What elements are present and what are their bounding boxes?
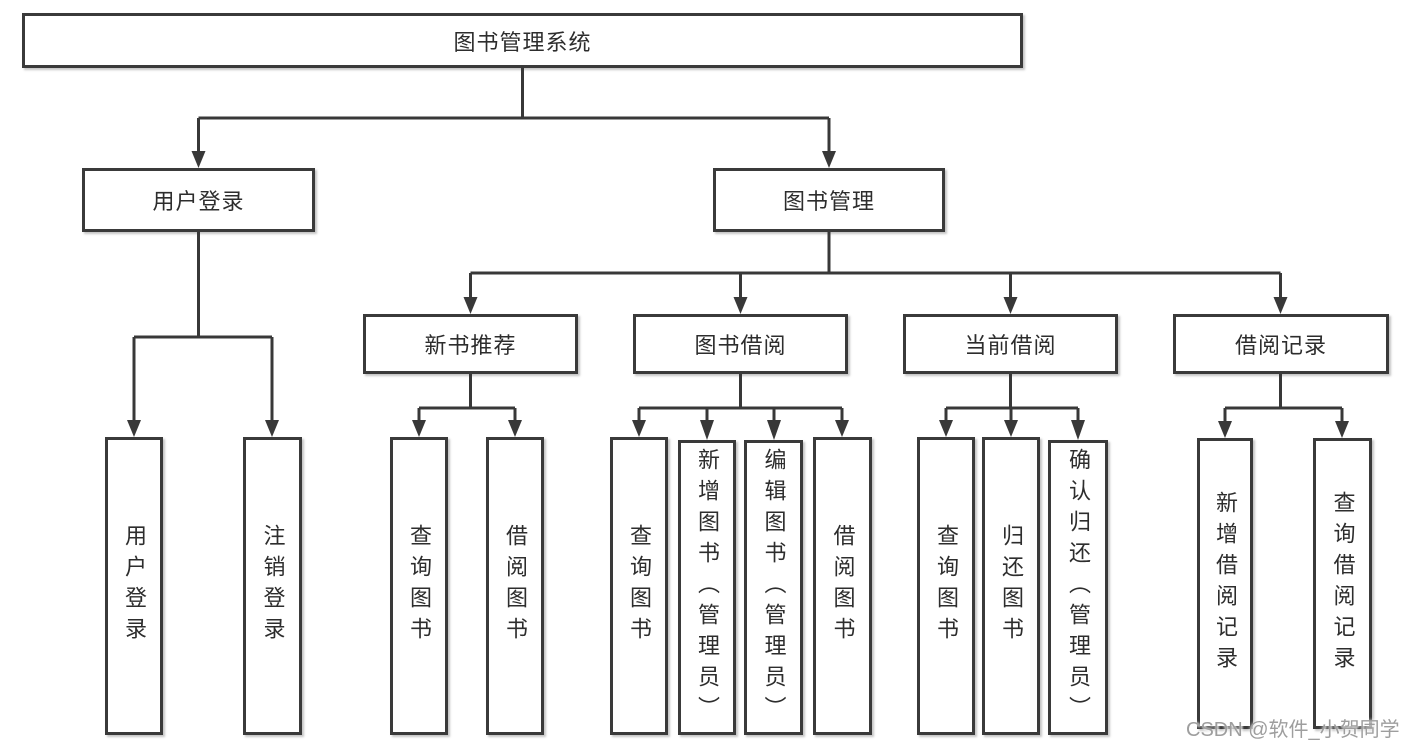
arrowhead-icon <box>463 297 478 314</box>
arrowhead-icon <box>1335 421 1349 438</box>
node-label: 当前借阅 <box>964 333 1057 358</box>
node-leaf-query-borrow-record: 查询借阅记录 <box>1313 438 1372 729</box>
arrowhead-icon <box>1218 421 1232 438</box>
node-label: 注销登录 <box>260 524 286 648</box>
node-leaf-borrow-books-2: 借阅图书 <box>813 437 872 735</box>
arrowhead-icon <box>1004 420 1018 437</box>
node-book-borrowing: 图书借阅 <box>633 314 848 374</box>
node-book-management-branch: 图书管理 <box>713 168 945 232</box>
node-label: 新书推荐 <box>424 333 517 358</box>
arrowhead-icon <box>700 420 714 440</box>
arrowhead-icon <box>822 151 836 168</box>
node-label: 新增图书（管理员） <box>695 448 720 727</box>
node-label: 用户登录 <box>152 189 245 214</box>
arrowhead-icon <box>1273 297 1288 314</box>
node-label: 查询借阅记录 <box>1330 490 1356 677</box>
node-leaf-borrow-books-1: 借阅图书 <box>486 437 544 735</box>
node-label: 用户登录 <box>122 524 147 648</box>
arrowhead-icon <box>632 420 646 437</box>
node-label: 新增借阅记录 <box>1213 490 1238 677</box>
node-leaf-user-login: 用户登录 <box>105 437 163 735</box>
node-label: 确认归还（管理员） <box>1066 448 1091 727</box>
arrowhead-icon <box>265 420 279 437</box>
node-label: 查询图书 <box>407 524 432 648</box>
arrowhead-icon <box>939 420 953 437</box>
node-label: 图书借阅 <box>694 333 787 358</box>
node-root-library-system: 图书管理系统 <box>22 13 1023 68</box>
arrowhead-icon <box>412 420 426 437</box>
node-label: 编辑图书（管理员） <box>761 448 787 727</box>
node-leaf-return-books: 归还图书 <box>982 437 1040 735</box>
node-new-book-recommend: 新书推荐 <box>363 314 578 374</box>
node-label: 图书管理 <box>782 189 875 214</box>
node-leaf-add-borrow-record: 新增借阅记录 <box>1197 438 1253 729</box>
node-label: 查询图书 <box>934 524 959 648</box>
node-user-login-branch: 用户登录 <box>82 168 315 232</box>
node-label: 归还图书 <box>999 524 1024 648</box>
arrowhead-icon <box>1071 420 1085 440</box>
node-label: 借阅图书 <box>503 524 528 648</box>
node-leaf-query-books-2: 查询图书 <box>610 437 668 735</box>
node-leaf-confirm-return-admin: 确认归还（管理员） <box>1048 440 1108 735</box>
node-leaf-query-books-3: 查询图书 <box>917 437 975 735</box>
arrowhead-icon <box>508 420 522 437</box>
node-label: 图书管理系统 <box>453 29 592 55</box>
node-label: 借阅记录 <box>1234 333 1327 358</box>
node-current-borrowing: 当前借阅 <box>903 314 1118 374</box>
arrowhead-icon <box>127 420 141 437</box>
arrowhead-icon <box>733 297 748 314</box>
arrowhead-icon <box>767 420 781 440</box>
node-leaf-add-books-admin: 新增图书（管理员） <box>678 440 736 735</box>
node-leaf-edit-books-admin: 编辑图书（管理员） <box>744 440 803 735</box>
watermark: CSDN @软件_小贺同学 <box>1186 719 1400 741</box>
arrowhead-icon <box>835 420 849 437</box>
node-leaf-logout: 注销登录 <box>243 437 302 735</box>
node-label: 借阅图书 <box>830 524 856 648</box>
node-leaf-query-books-1: 查询图书 <box>390 437 448 735</box>
node-borrowing-records: 借阅记录 <box>1173 314 1389 374</box>
arrowhead-icon <box>191 151 206 168</box>
arrowhead-icon <box>1003 297 1018 314</box>
node-label: 查询图书 <box>627 524 652 648</box>
